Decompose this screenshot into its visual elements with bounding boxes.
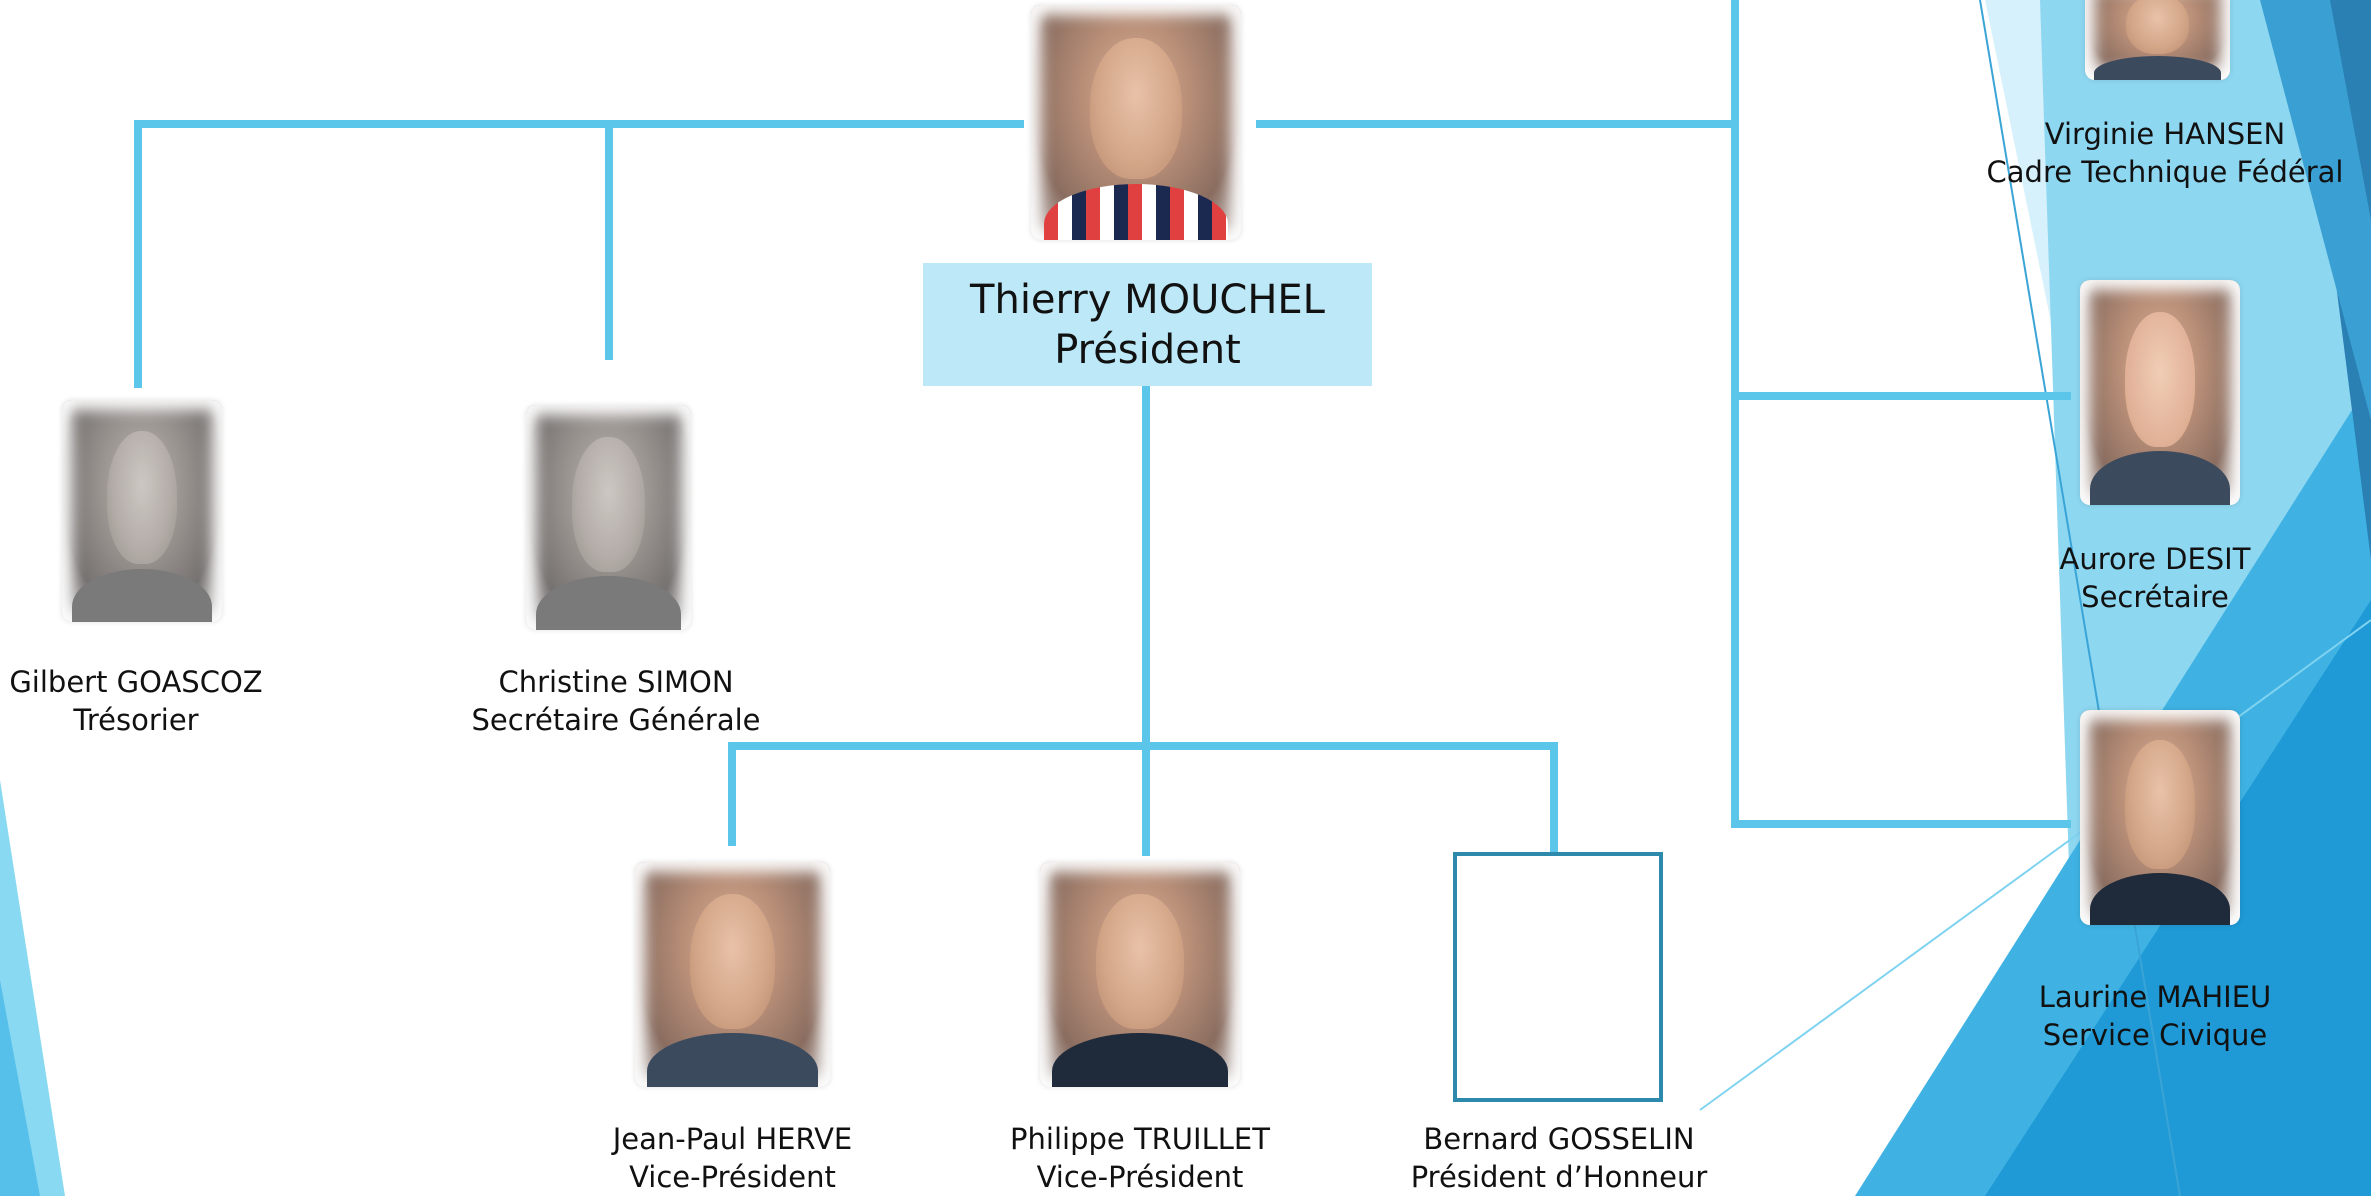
connector-civic-branch [1731,820,2071,828]
member-name: Gilbert GOASCOZ [9,665,263,699]
member-name: Bernard GOSSELIN [1423,1122,1695,1156]
member-role: Vice-Président [1036,1160,1244,1194]
member-role: Président d’Honneur [1410,1160,1708,1194]
member-role: Cadre Technique Fédéral [1986,155,2344,189]
member-label-honorary: Bernard GOSSELIN Président d’Honneur [1400,1120,1718,1196]
member-name: Laurine MAHIEU [2038,980,2272,1014]
member-name: Aurore DESIT [2059,542,2251,576]
connector-president-down [1142,386,1150,856]
connector-treasurer-drop [134,120,142,388]
connector-vice1-drop [728,742,736,846]
member-label-civic-service: Laurine MAHIEU Service Civique [2010,978,2300,1054]
member-name: Virginie HANSEN [2044,117,2286,151]
member-name: Philippe TRUILLET [1010,1122,1270,1156]
connector-honorary-drop [1550,742,1558,854]
member-role: Trésorier [73,703,199,737]
president-photo [1031,5,1241,240]
member-photo-vice-president-2 [1040,862,1240,1087]
member-photo-placeholder-honorary [1453,852,1663,1102]
member-label-treasurer: Gilbert GOASCOZ Trésorier [5,663,267,739]
connector-left-horizontal [134,120,1024,128]
member-label-secretary: Aurore DESIT Secrétaire [2035,540,2275,616]
connector-secretary-branch [1731,392,2071,400]
connector-right-vertical [1731,0,1739,828]
president-role: Président [1054,327,1241,373]
member-photo-vice-president-1 [635,862,830,1087]
member-name: Jean-Paul HERVE [612,1122,853,1156]
member-role: Secrétaire [2081,580,2229,614]
connector-right-horizontal [1256,120,1738,128]
president-name: Thierry MOUCHEL [970,277,1325,323]
member-photo-civic-service [2080,710,2240,925]
member-role: Vice-Président [629,1160,836,1194]
member-label-vice-president-1: Jean-Paul HERVE Vice-Président [585,1120,880,1196]
member-role: Secrétaire Générale [471,703,761,737]
member-photo-secretary-general [526,405,691,630]
member-photo-technical-executive [2085,0,2230,80]
member-name: Christine SIMON [498,665,734,699]
president-label-box: Thierry MOUCHEL Président [923,263,1372,386]
member-label-technical-executive: Virginie HANSEN Cadre Technique Fédéral [1985,115,2345,191]
member-photo-secretary [2080,280,2240,505]
member-role: Service Civique [2042,1018,2268,1052]
member-label-secretary-general: Christine SIMON Secrétaire Générale [440,663,792,739]
member-label-vice-president-2: Philippe TRUILLET Vice-Président [990,1120,1290,1196]
member-photo-treasurer [62,400,222,622]
connector-vice-horizontal [728,742,1558,750]
connector-secretary-general-drop [605,120,613,360]
